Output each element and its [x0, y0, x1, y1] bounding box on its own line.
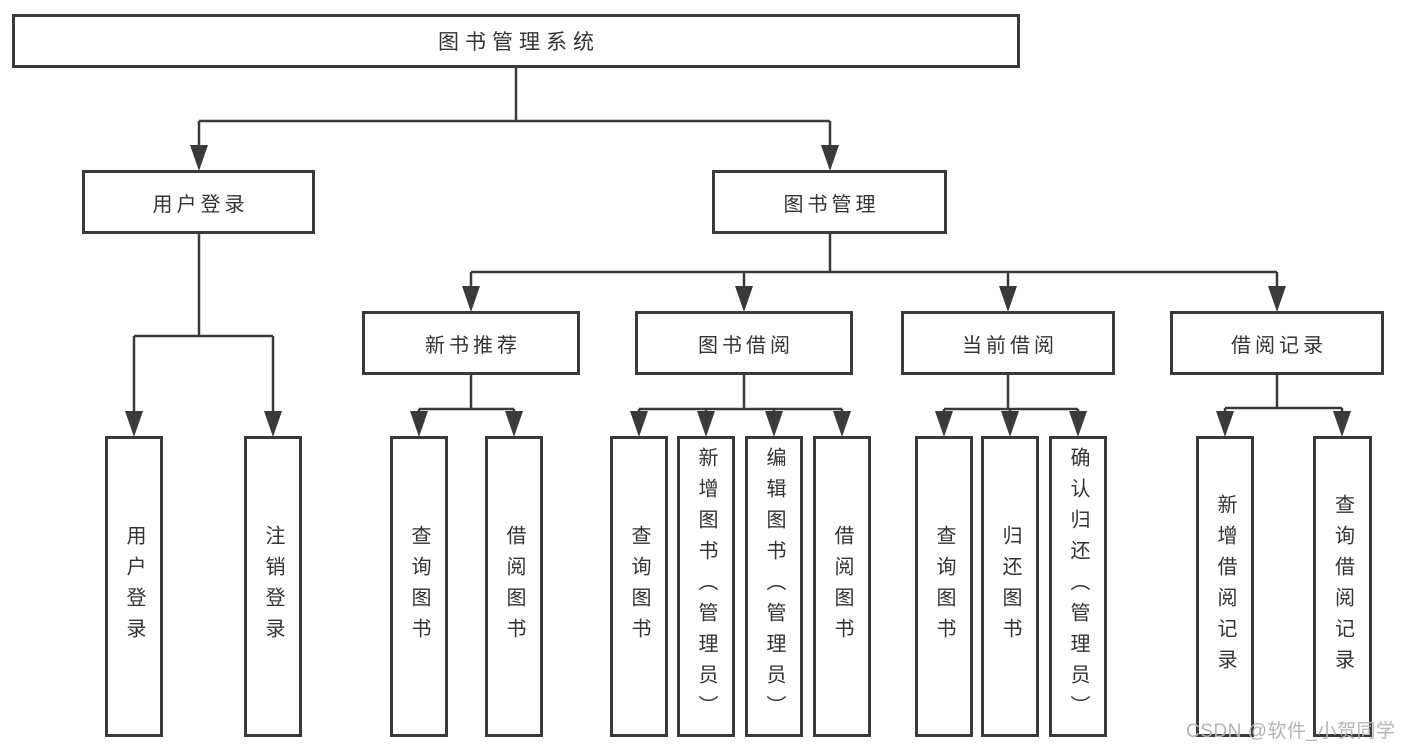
leaf-edit-book-admin-label: 编辑图书（管理员） [763, 447, 785, 726]
branch-user-login: 用户登录 [82, 170, 315, 234]
leaf-add-borrow-record-label: 新增借阅记录 [1214, 493, 1236, 680]
leaf-user-login-label: 用户登录 [123, 524, 145, 649]
leaf-edit-book-admin: 编辑图书（管理员） [745, 436, 803, 737]
leaf-query-books-current: 查询图书 [915, 436, 973, 737]
leaf-add-book-admin: 新增图书（管理员） [677, 436, 735, 737]
group-borrowing-records: 借阅记录 [1170, 311, 1384, 375]
group-book-borrowing: 图书借阅 [635, 311, 853, 375]
group-new-book-recommend: 新书推荐 [362, 311, 580, 375]
leaf-user-login: 用户登录 [105, 436, 163, 737]
leaf-confirm-return-admin: 确认归还（管理员） [1049, 436, 1107, 737]
leaf-query-books-current-label: 查询图书 [933, 524, 955, 649]
leaf-confirm-return-admin-label: 确认归还（管理员） [1067, 447, 1089, 726]
leaf-query-books-borrowing-label: 查询图书 [628, 524, 650, 649]
leaf-borrow-books-2-label: 借阅图书 [831, 524, 853, 649]
leaf-borrow-books-recommend: 借阅图书 [485, 436, 543, 737]
leaf-logout: 注销登录 [244, 436, 302, 737]
leaf-query-books-recommend: 查询图书 [390, 436, 448, 737]
leaf-add-book-admin-label: 新增图书（管理员） [695, 447, 717, 726]
leaf-query-borrow-record-label: 查询借阅记录 [1331, 493, 1354, 680]
leaf-query-books-recommend-label: 查询图书 [408, 524, 430, 649]
leaf-borrow-books-2: 借阅图书 [813, 436, 871, 737]
group-current-borrowing: 当前借阅 [901, 311, 1115, 375]
leaf-return-books-label: 归还图书 [999, 524, 1021, 649]
csdn-watermark: CSDN @软件_小贺同学 [1186, 721, 1396, 742]
leaf-logout-label: 注销登录 [262, 524, 284, 649]
branch-book-management: 图书管理 [712, 170, 947, 234]
leaf-query-borrow-record: 查询借阅记录 [1313, 436, 1372, 737]
leaf-add-borrow-record: 新增借阅记录 [1196, 436, 1254, 737]
leaf-borrow-books-recommend-label: 借阅图书 [503, 524, 525, 649]
leaf-query-books-borrowing: 查询图书 [610, 436, 668, 737]
leaf-return-books: 归还图书 [981, 436, 1039, 737]
root-node-library-management-system: 图书管理系统 [12, 14, 1020, 68]
